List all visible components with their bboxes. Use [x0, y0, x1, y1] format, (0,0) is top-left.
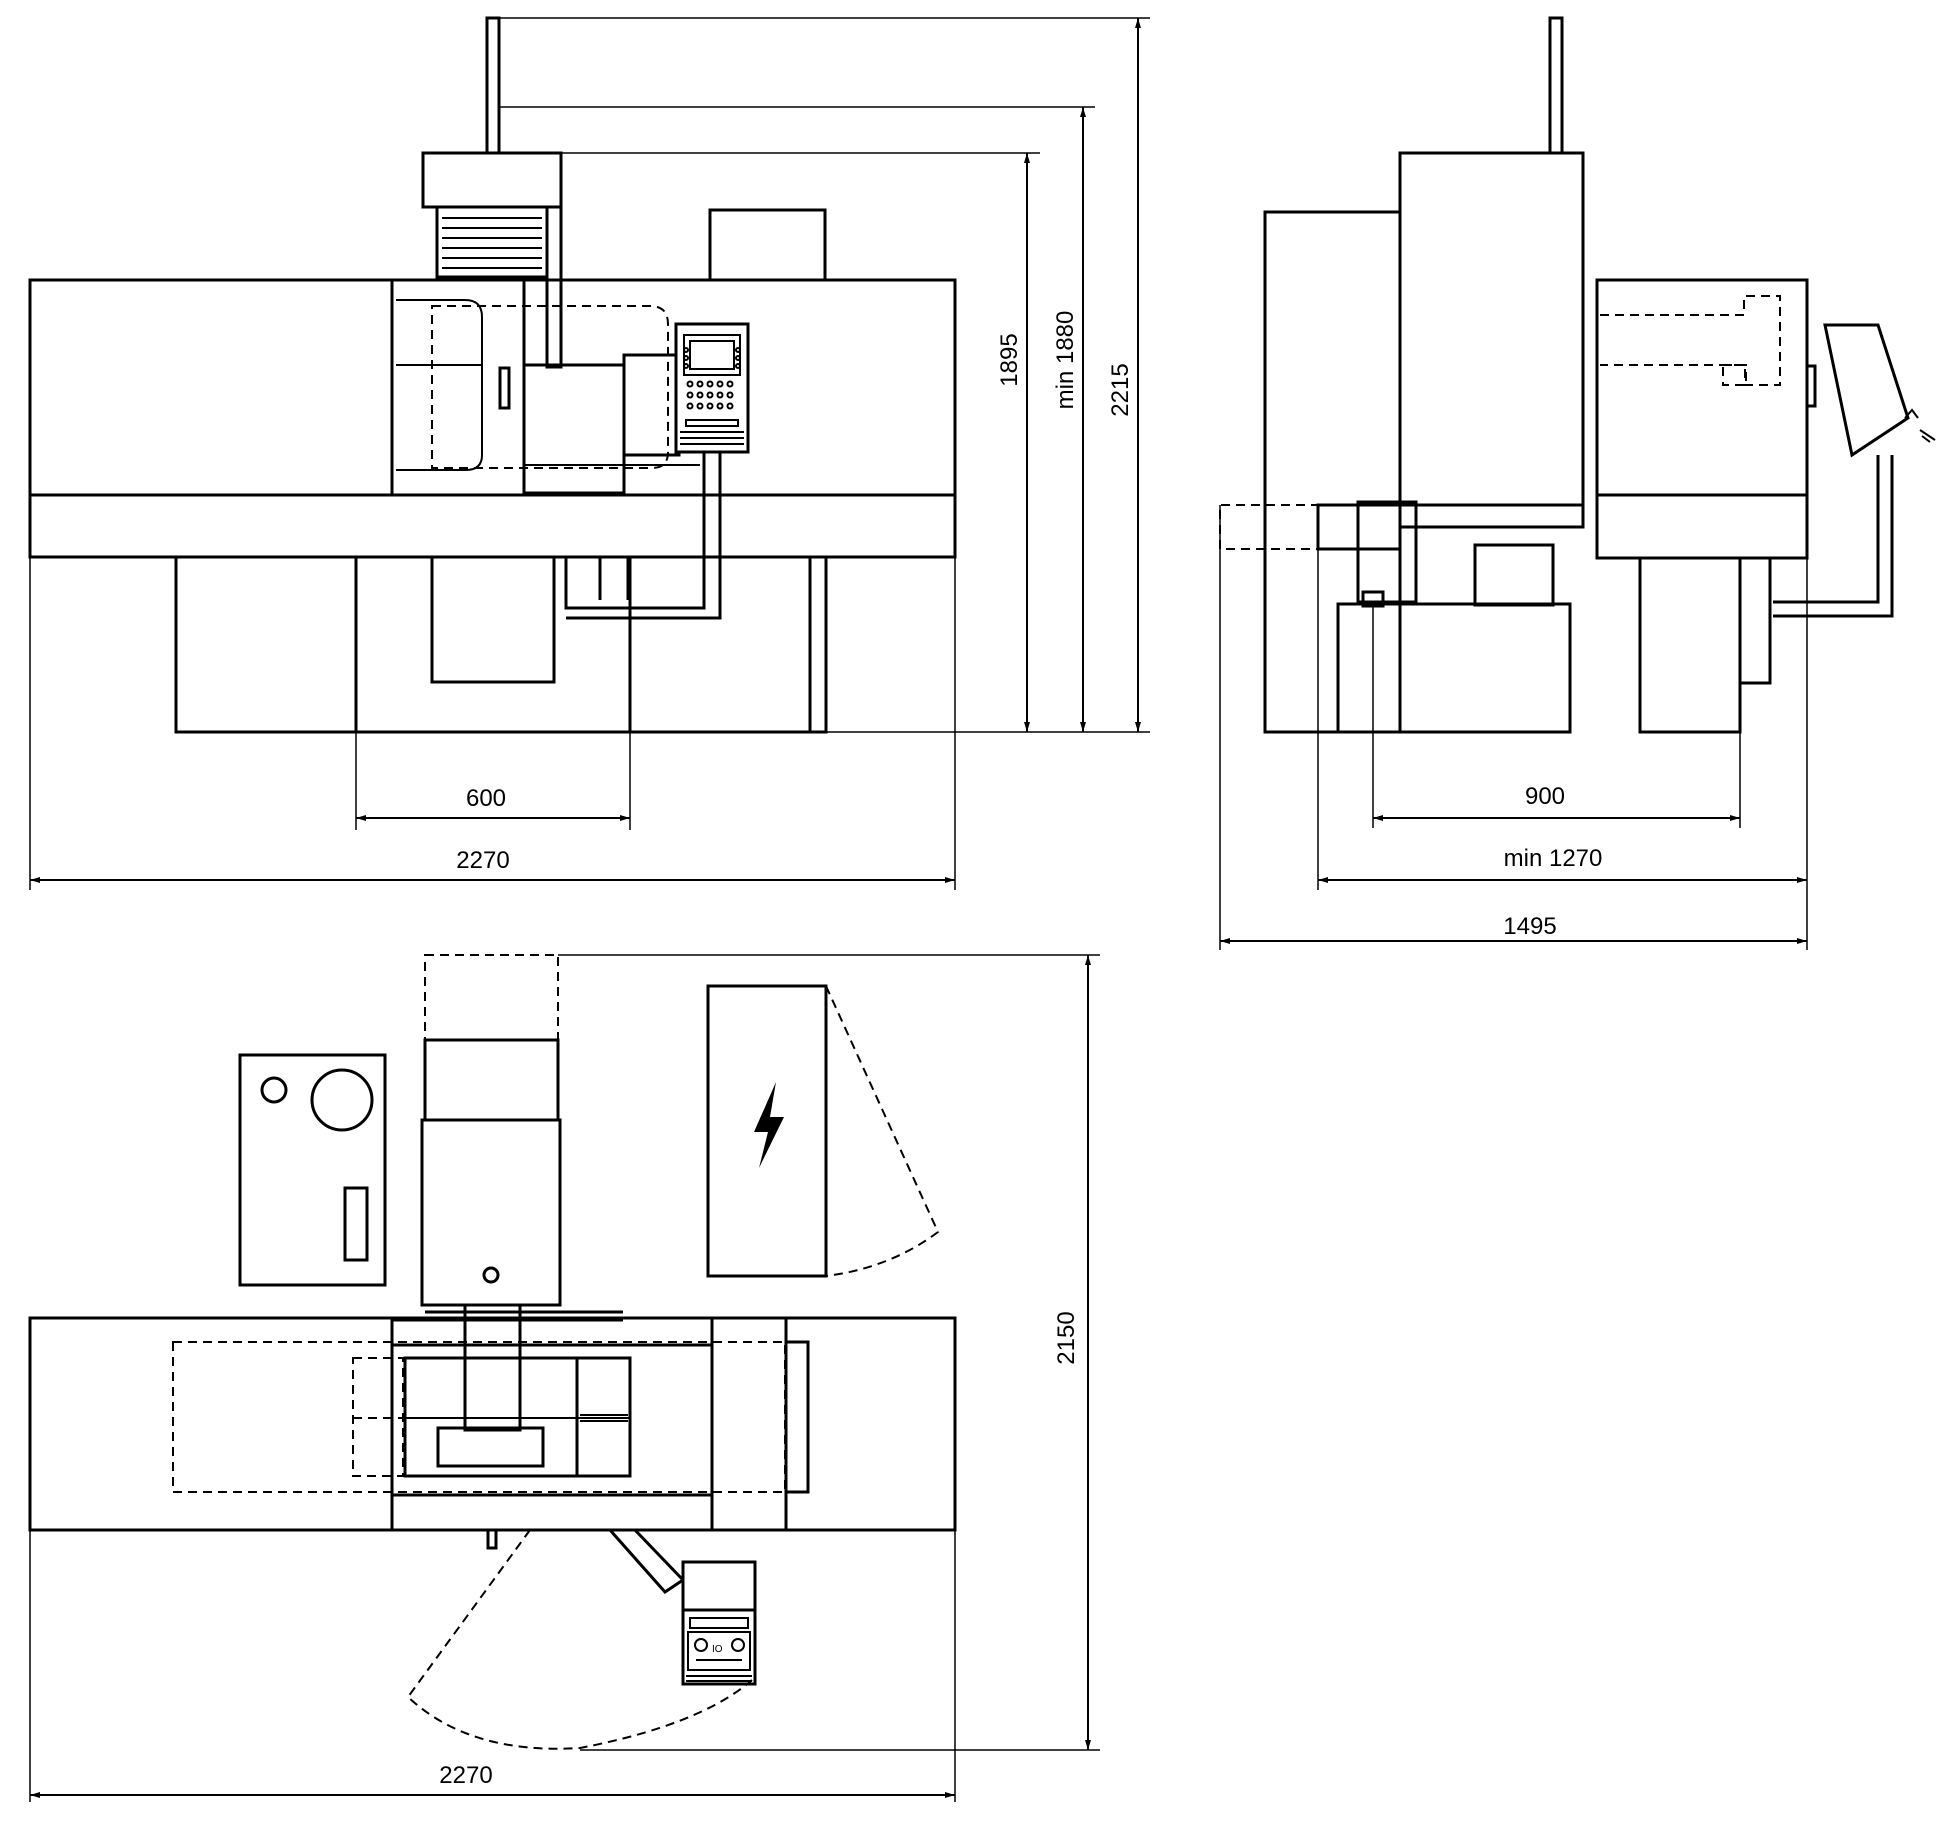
side-back-cabinet	[1263, 210, 1402, 734]
top-column-body	[420, 1118, 562, 1307]
dim-side-width-1495: 1495	[1503, 913, 1556, 940]
front-spindle-area	[522, 363, 626, 495]
front-view: 1895 min 1880 2215 600 2270	[28, 16, 1150, 890]
top-pendant-control	[681, 1560, 757, 1686]
dim-top-depth-2150: 2150	[1053, 1311, 1080, 1364]
side-dashed-extension	[1219, 504, 1320, 550]
top-column-head	[423, 1038, 560, 1122]
side-mast	[1548, 16, 1564, 155]
side-control-pendant	[1823, 323, 1910, 458]
side-dashed-slide	[1600, 295, 1781, 386]
front-dimension-lines	[29, 17, 1150, 890]
side-base-right	[1638, 556, 1742, 734]
dim-top-width-2270: 2270	[439, 1762, 492, 1789]
front-top-box	[708, 208, 827, 282]
top-spindle-ram	[463, 1303, 522, 1432]
top-hydraulic-unit	[238, 1053, 387, 1287]
front-mast	[485, 16, 501, 155]
front-column-head	[421, 151, 563, 209]
dim-front-height-1895: 1895	[996, 333, 1023, 386]
top-column-dashed	[424, 954, 559, 1041]
top-electric-cabinet	[706, 984, 828, 1278]
dim-front-width-2270: 2270	[456, 847, 509, 874]
top-spindle-head	[436, 1426, 545, 1468]
dim-side-width-900: 900	[1525, 783, 1565, 810]
side-head-block	[1473, 543, 1555, 607]
front-control-arm	[564, 452, 706, 610]
front-head-block	[622, 353, 681, 457]
top-cabinet-door-swing	[825, 985, 940, 1277]
side-base-unit	[1336, 602, 1572, 734]
dim-front-width-600: 600	[466, 785, 506, 812]
front-control-keys	[680, 347, 744, 445]
top-operator-swing	[406, 1529, 753, 1750]
top-hydraulic-gauge	[343, 1186, 369, 1262]
front-door-handle	[498, 366, 511, 410]
dim-front-height-min1880: min 1880	[1052, 311, 1079, 410]
front-base-drawer	[430, 555, 556, 684]
top-main-tank	[28, 1316, 957, 1532]
lightning-bolt-icon	[754, 1082, 784, 1168]
front-door	[390, 278, 526, 497]
side-view: 900 min 1270 1495	[1219, 16, 1936, 950]
front-base	[174, 555, 812, 734]
front-work-area-dashed	[431, 305, 669, 469]
front-column-body	[545, 205, 563, 369]
top-hydraulic-port-large	[310, 1068, 374, 1132]
front-control-screen	[683, 334, 741, 376]
side-dimension-lines	[1219, 505, 1808, 950]
top-table-travel-dashed	[172, 1341, 786, 1493]
top-view: IO 2150 2270	[28, 954, 1100, 1802]
side-column	[1398, 151, 1585, 507]
svg-text:IO: IO	[712, 1644, 723, 1655]
top-pendant-arm	[608, 1528, 686, 1594]
dim-front-height-2215: 2215	[1107, 363, 1134, 416]
top-hydraulic-port-small	[260, 1076, 288, 1104]
top-dimension-lines	[29, 954, 1100, 1802]
dim-side-width-min1270: min 1270	[1504, 845, 1603, 872]
front-table-band	[28, 493, 957, 559]
front-control-panel	[674, 322, 750, 454]
front-bellows-lines	[442, 217, 542, 269]
side-tank	[1595, 278, 1809, 560]
front-door-window	[396, 299, 483, 471]
side-spindle	[1356, 500, 1418, 604]
